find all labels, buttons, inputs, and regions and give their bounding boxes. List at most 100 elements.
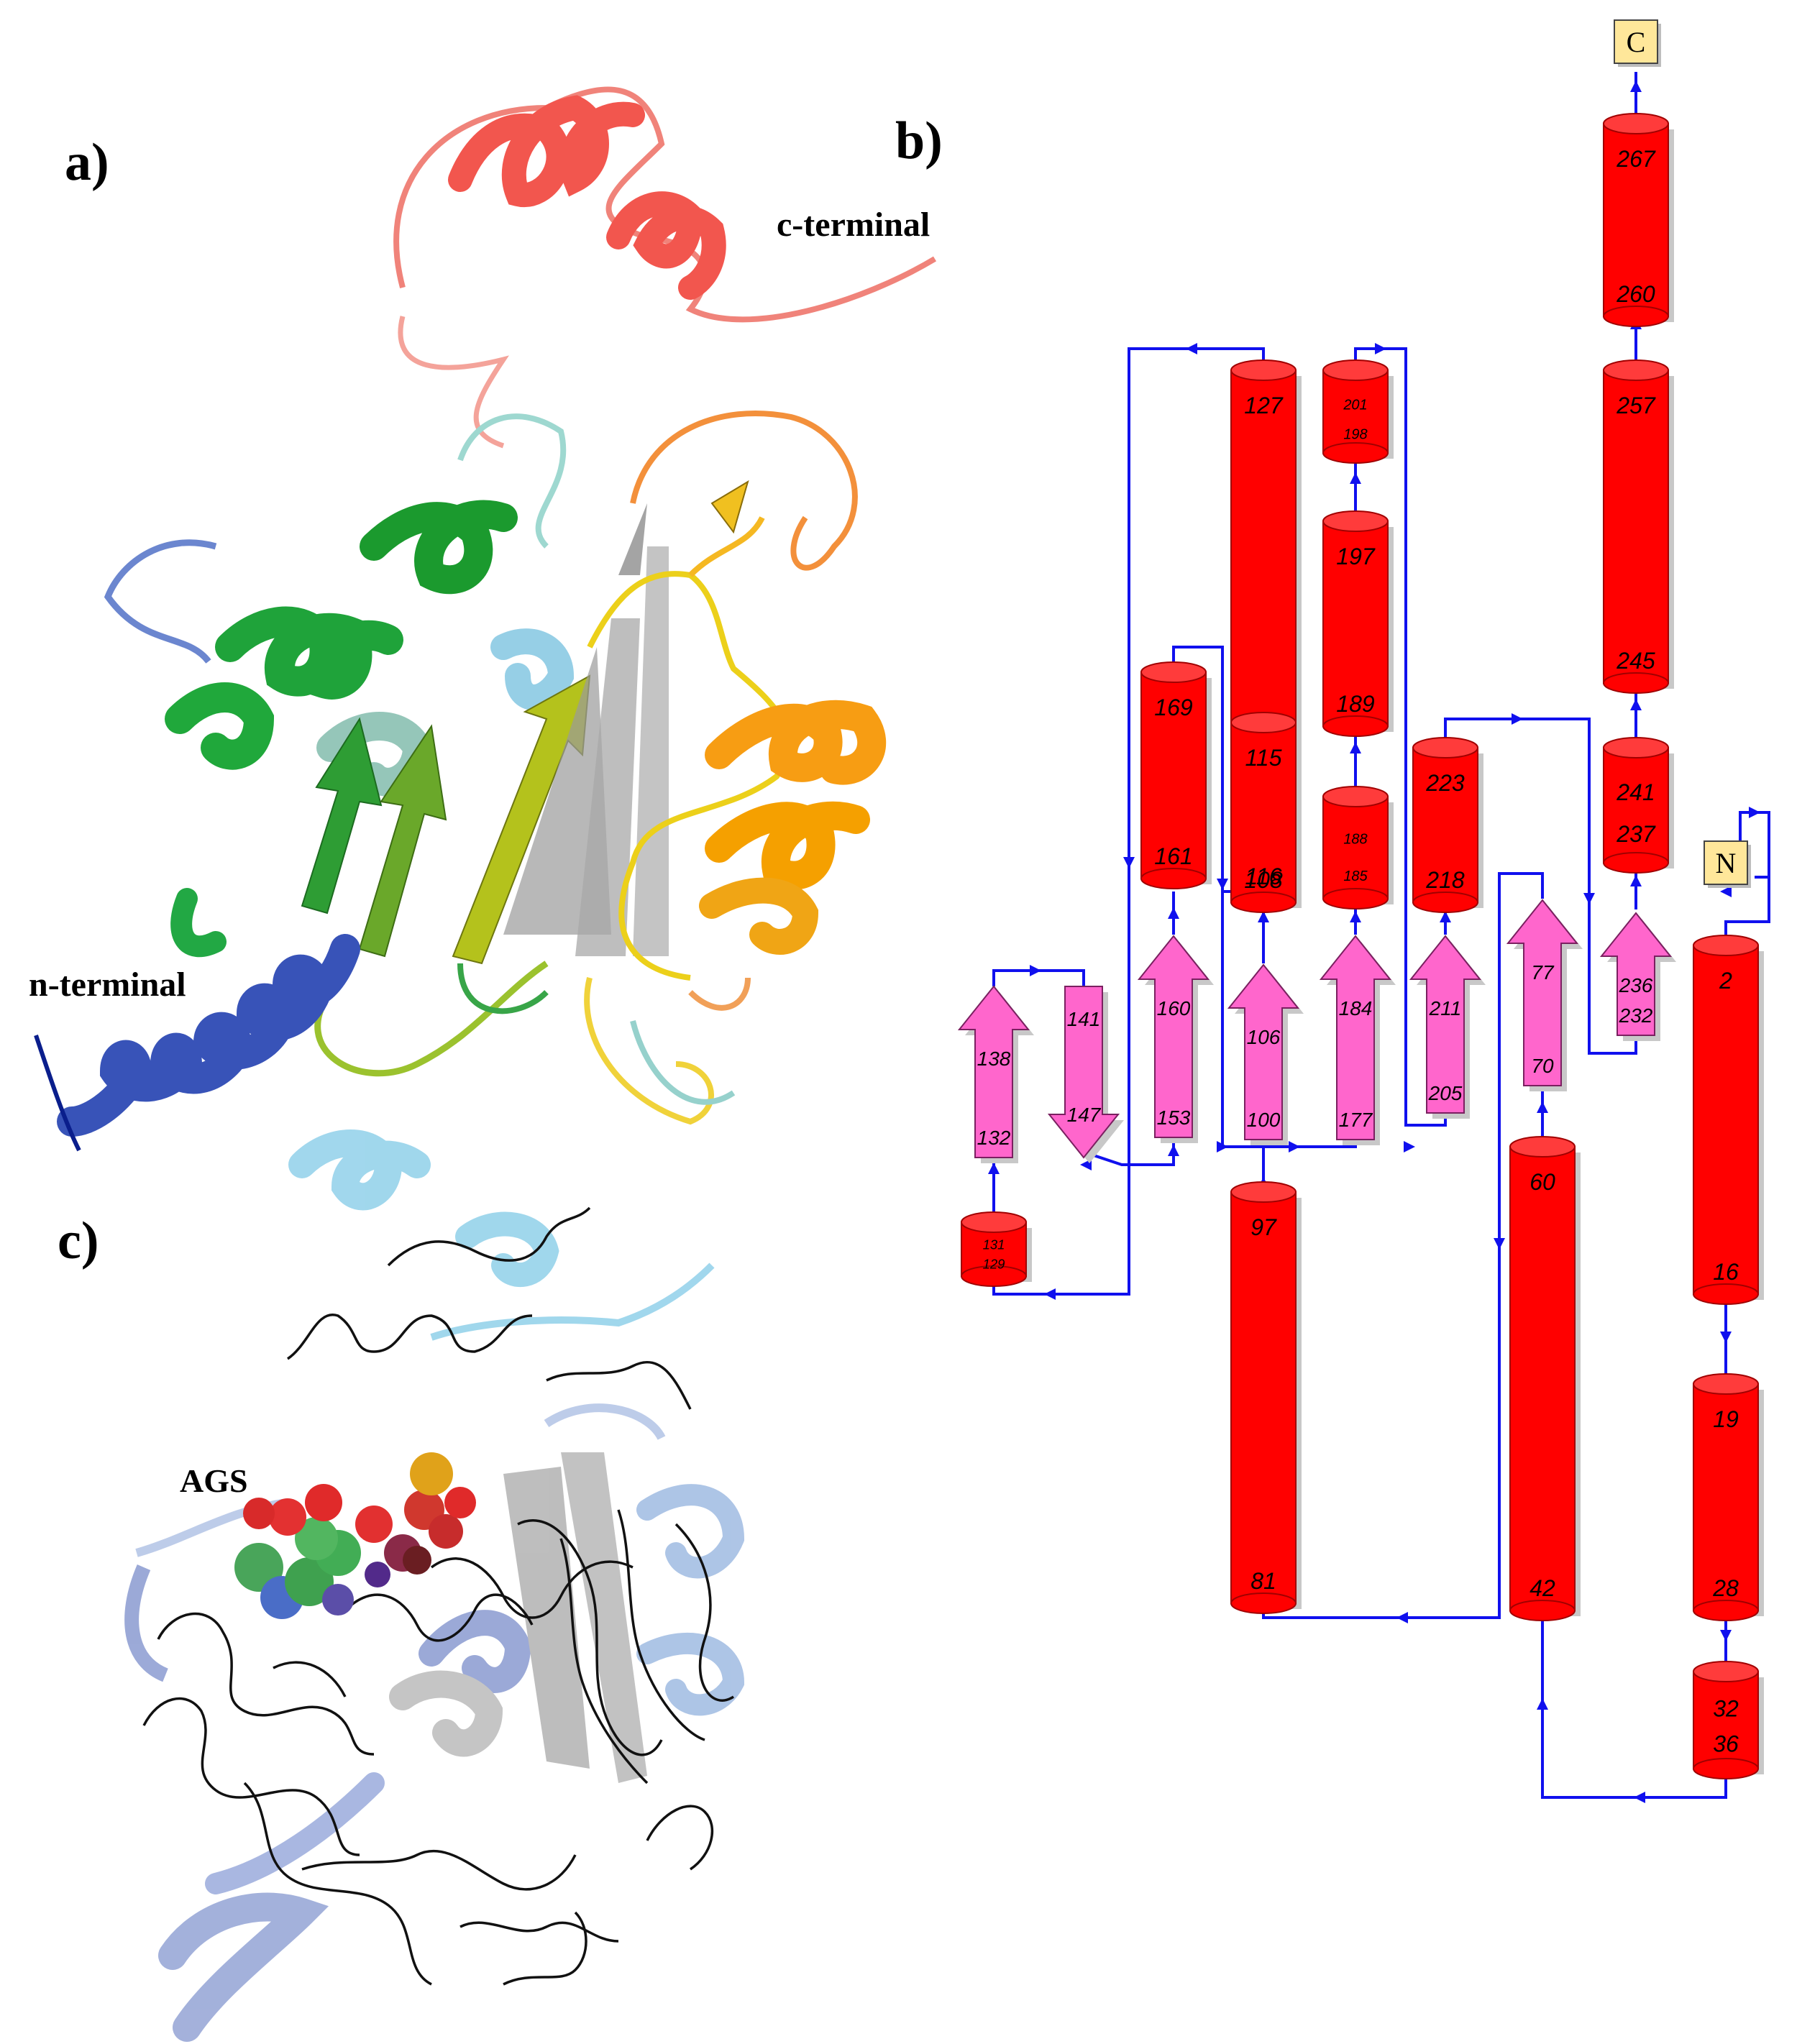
helix-end-218: 218 <box>1425 867 1465 893</box>
c-terminal-label: c-terminal <box>777 206 930 244</box>
helix-start-197: 197 <box>1336 544 1376 569</box>
connector-arrow-20 <box>1350 472 1361 484</box>
helix-end-81: 81 <box>1250 1568 1276 1594</box>
strand-bottom-205: 205 <box>1428 1082 1463 1104</box>
connector-arrow-19 <box>1440 911 1451 922</box>
helix-start-223: 223 <box>1425 770 1465 796</box>
helix-start-188: 188 <box>1343 832 1367 848</box>
strand-bottom-100: 100 <box>1247 1109 1281 1131</box>
helix-start-2: 2 <box>1719 968 1732 994</box>
helix-131-129 <box>961 1211 1032 1287</box>
helix-end-28: 28 <box>1712 1575 1739 1601</box>
helix-32-36 <box>1693 1661 1764 1779</box>
strand-top-141: 141 <box>1067 1008 1101 1030</box>
beta-sheet <box>301 480 749 965</box>
helix-end-36: 36 <box>1713 1731 1739 1756</box>
connector-arrow-25 <box>1168 907 1179 919</box>
helix-start-97: 97 <box>1250 1214 1277 1240</box>
helix-169-161 <box>1140 661 1212 889</box>
helix-end-245: 245 <box>1616 648 1655 674</box>
helix-start-241: 241 <box>1616 779 1655 805</box>
strand-bottom-232: 232 <box>1619 1004 1653 1027</box>
connector-arrow-27 <box>988 1163 1000 1174</box>
connector-arrow-4 <box>1217 1141 1228 1152</box>
helix-60-42 <box>1509 1136 1581 1621</box>
connector-19 <box>992 347 1265 1296</box>
c-terminus-box-label: C <box>1627 26 1646 58</box>
connector-arrow-5 <box>1123 857 1135 869</box>
connector-arrow-23 <box>1258 911 1269 922</box>
helix-19-28 <box>1693 1373 1764 1621</box>
connector-arrow-18 <box>1630 875 1642 886</box>
strand-top-211: 211 <box>1429 997 1462 1019</box>
helix-end-161: 161 <box>1154 843 1192 869</box>
helix-257-245 <box>1603 359 1674 694</box>
connector-arrow-12 <box>1537 1698 1548 1710</box>
connector-arrow-8 <box>1030 965 1041 976</box>
orange-helix <box>699 700 887 955</box>
strand-bottom-177: 177 <box>1339 1109 1373 1131</box>
strand-141-147 <box>1047 986 1124 1163</box>
helix-start-115: 115 <box>1245 745 1281 771</box>
connector-arrow-1 <box>1375 343 1386 354</box>
connector-arrow-14 <box>1720 1630 1732 1641</box>
helix-end-185: 185 <box>1343 869 1368 884</box>
strand-132-138 <box>957 985 1034 1163</box>
connector-arrow-21 <box>1350 742 1361 753</box>
helix-end-129: 129 <box>983 1257 1005 1272</box>
topology-labels: 1271162011981971891691611151081881852232… <box>977 26 1739 1756</box>
helix-115-108 <box>1230 712 1302 913</box>
connector-arrow-0 <box>1186 343 1197 354</box>
strand-232-236 <box>1599 912 1676 1041</box>
connector-arrow-32 <box>1720 886 1732 897</box>
strand-top-184: 184 <box>1339 997 1373 1019</box>
connector-arrow-16 <box>1630 81 1642 92</box>
connector-arrow-11 <box>1634 1792 1645 1803</box>
connector-arrow-3 <box>1404 1141 1415 1152</box>
n-terminus-box-label: N <box>1716 847 1737 879</box>
connector-4 <box>1444 718 1637 1055</box>
helix-start-257: 257 <box>1616 393 1656 418</box>
helix-197-189 <box>1322 510 1394 737</box>
c-terminal-helix <box>448 95 726 300</box>
helix-end-116: 116 <box>1245 863 1281 889</box>
helix-end-237: 237 <box>1616 821 1656 847</box>
green-helix-bundle <box>165 500 518 958</box>
helix-end-260: 260 <box>1616 281 1655 307</box>
helix-267-260 <box>1603 113 1674 327</box>
n-terminus-box <box>1704 840 1751 888</box>
strand-top-236: 236 <box>1619 974 1653 996</box>
strand-bottom-132: 132 <box>977 1127 1011 1149</box>
helix-188-185 <box>1322 786 1394 909</box>
panel-c-superposition <box>124 1129 745 2042</box>
topology-shapes <box>957 19 1764 1779</box>
strand-top-77: 77 <box>1531 961 1555 984</box>
connector-27 <box>1724 876 1770 935</box>
helix-223-218 <box>1412 737 1483 913</box>
strand-top-160: 160 <box>1157 997 1191 1019</box>
connector-arrow-30 <box>1289 1141 1300 1152</box>
helix-start-32: 32 <box>1713 1696 1739 1722</box>
connector-arrow-26 <box>1168 1145 1179 1156</box>
panel-a-ribbon <box>34 86 937 1152</box>
connector-arrow-13 <box>1720 1332 1732 1343</box>
strand-177-184 <box>1319 935 1396 1145</box>
strand-205-211 <box>1409 935 1486 1119</box>
strand-bottom-153: 153 <box>1157 1106 1191 1129</box>
topology-diagram: 1271162011981971891691611151081881852232… <box>957 19 1770 1803</box>
helix-end-198: 198 <box>1343 427 1367 443</box>
helix-start-201: 201 <box>1343 397 1367 413</box>
helix-end-189: 189 <box>1336 691 1375 717</box>
panel-label-a: a) <box>65 133 109 192</box>
strand-100-106 <box>1227 963 1304 1145</box>
connector-arrow-31 <box>1583 893 1595 904</box>
helix-201-198 <box>1322 359 1394 464</box>
helix-start-169: 169 <box>1154 695 1193 720</box>
connector-arrow-2 <box>1512 713 1523 725</box>
connector-21 <box>992 969 1085 986</box>
helix-start-60: 60 <box>1529 1169 1555 1195</box>
connector-arrow-7 <box>1044 1288 1056 1300</box>
strand-70-77 <box>1506 899 1583 1091</box>
helix-end-108: 108 <box>1244 867 1283 893</box>
